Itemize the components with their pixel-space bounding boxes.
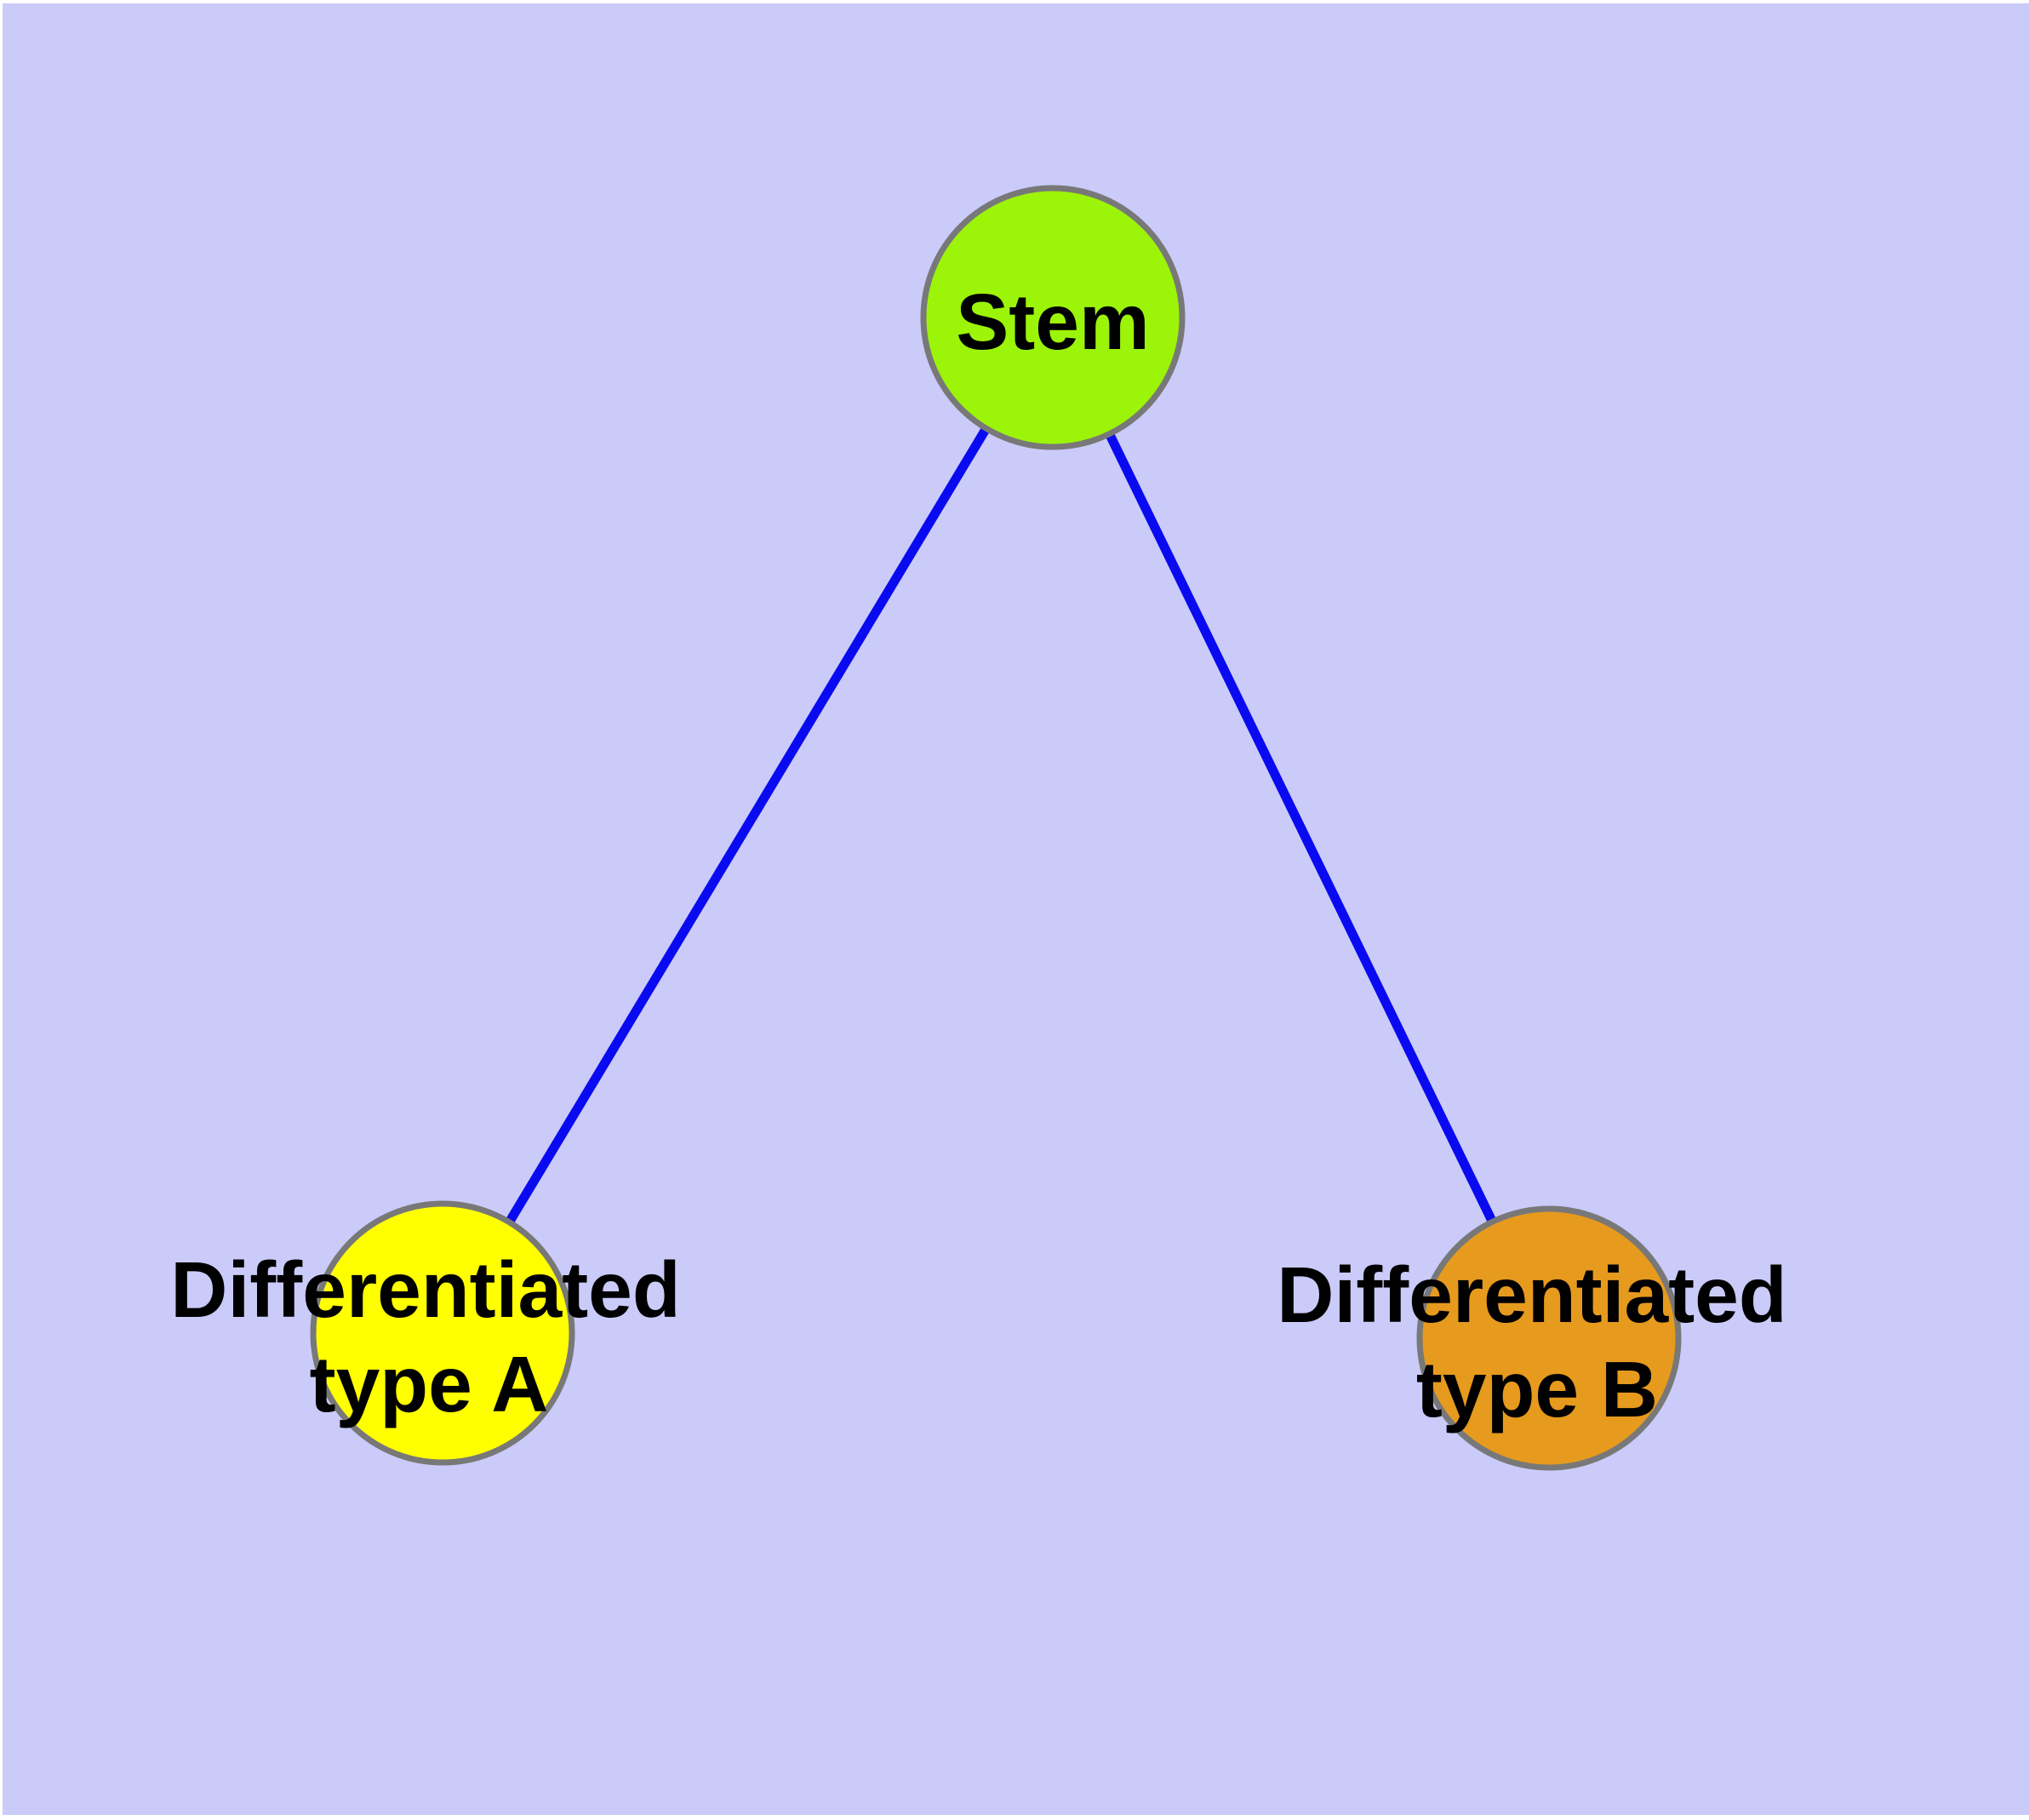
node-differentiated-type-b-label-line2: type B bbox=[1416, 1345, 1658, 1434]
node-stem-label: Stem bbox=[956, 278, 1149, 366]
node-differentiated-type-b-label-line1: Differentiated bbox=[1277, 1251, 1786, 1339]
edge-stem-to-type-b bbox=[1049, 315, 1553, 1341]
node-differentiated-type-a-label-line1: Differentiated bbox=[170, 1245, 680, 1334]
node-differentiated-type-a-circle bbox=[310, 1200, 575, 1466]
node-differentiated-type-a-label-line2: type A bbox=[310, 1340, 549, 1428]
node-differentiated-type-b-circle bbox=[1416, 1205, 1682, 1471]
node-stem-circle bbox=[920, 185, 1186, 450]
node-stem: Stem bbox=[920, 185, 1186, 450]
node-differentiated-type-a: Differentiated type A bbox=[170, 1200, 681, 1466]
edge-stem-to-type-a bbox=[438, 315, 1057, 1336]
node-differentiated-type-b: Differentiated type B bbox=[1277, 1205, 1787, 1471]
